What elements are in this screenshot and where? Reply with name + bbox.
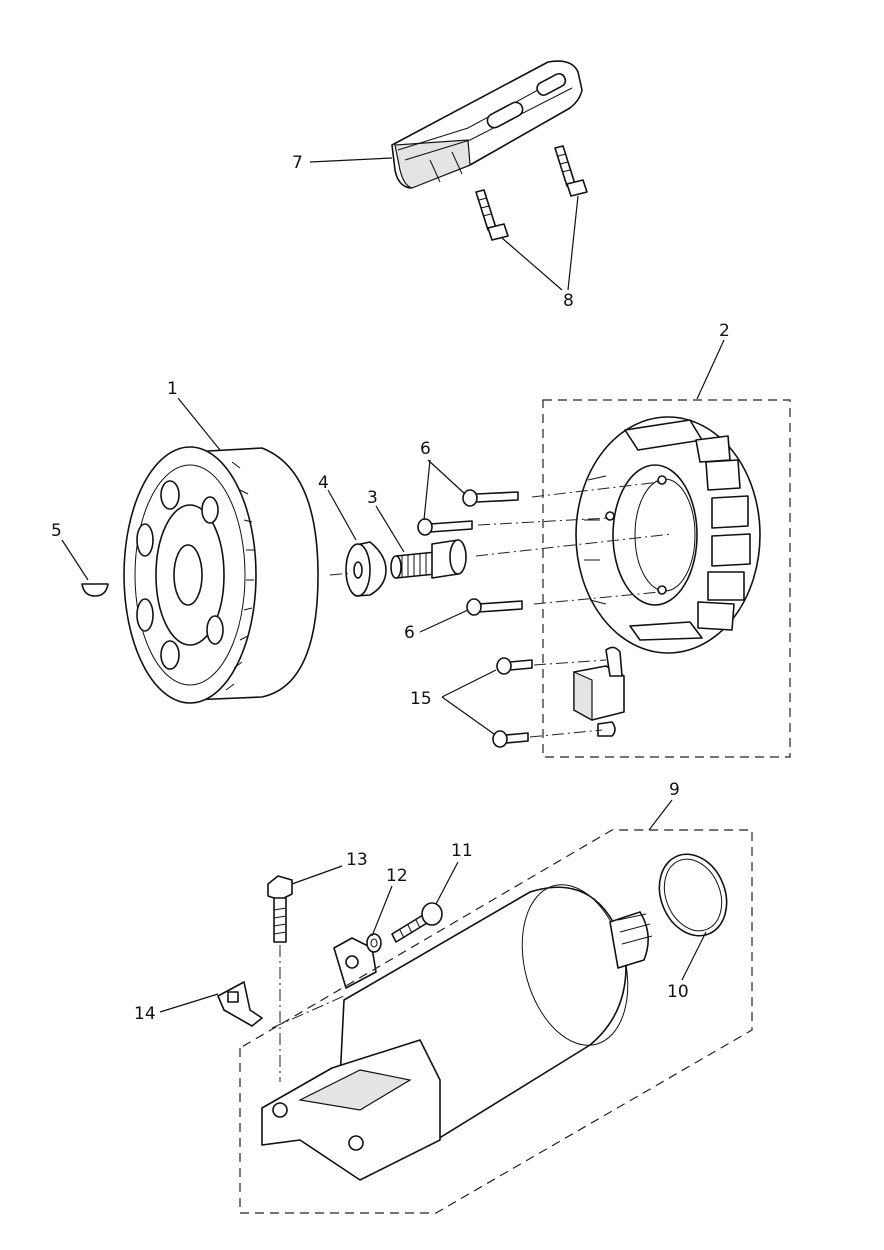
part-spacer [345,541,387,597]
part-washer [366,933,382,953]
label-6-bottom: 6 [404,623,415,643]
part-stator-screws [417,489,523,616]
part-bracket [217,981,263,1027]
part-pickup-sensor [492,646,625,748]
axis-lines [271,481,673,1082]
part-o-ring [658,853,728,937]
label-8: 8 [563,291,574,311]
label-11: 11 [451,841,473,861]
part-number-labels: 7 8 2 1 6 4 3 5 6 15 9 11 13 12 10 14 [51,153,730,1024]
stator-group-box [542,399,791,758]
label-14: 14 [134,1004,156,1024]
part-hex-bolt [267,875,293,943]
part-starter-motor [261,884,653,1181]
label-15: 15 [410,689,432,709]
label-1: 1 [167,379,178,399]
label-7: 7 [292,153,303,173]
label-5: 5 [51,521,62,541]
label-4: 4 [318,473,329,493]
part-rotor [123,446,319,704]
label-2: 2 [719,321,730,341]
part-woodruff-key [81,583,109,597]
starter-group-box [239,829,753,1214]
label-13: 13 [346,850,368,870]
part-cover [391,60,583,189]
leader-lines [61,157,725,1013]
label-9: 9 [669,780,680,800]
label-3: 3 [367,488,378,508]
label-10: 10 [667,982,689,1002]
part-starter-screw [391,902,443,943]
part-cover-bolts [475,145,588,241]
part-stator [575,416,761,654]
label-6-top: 6 [420,439,431,459]
label-12: 12 [386,866,408,886]
part-rotor-bolt [390,539,467,579]
